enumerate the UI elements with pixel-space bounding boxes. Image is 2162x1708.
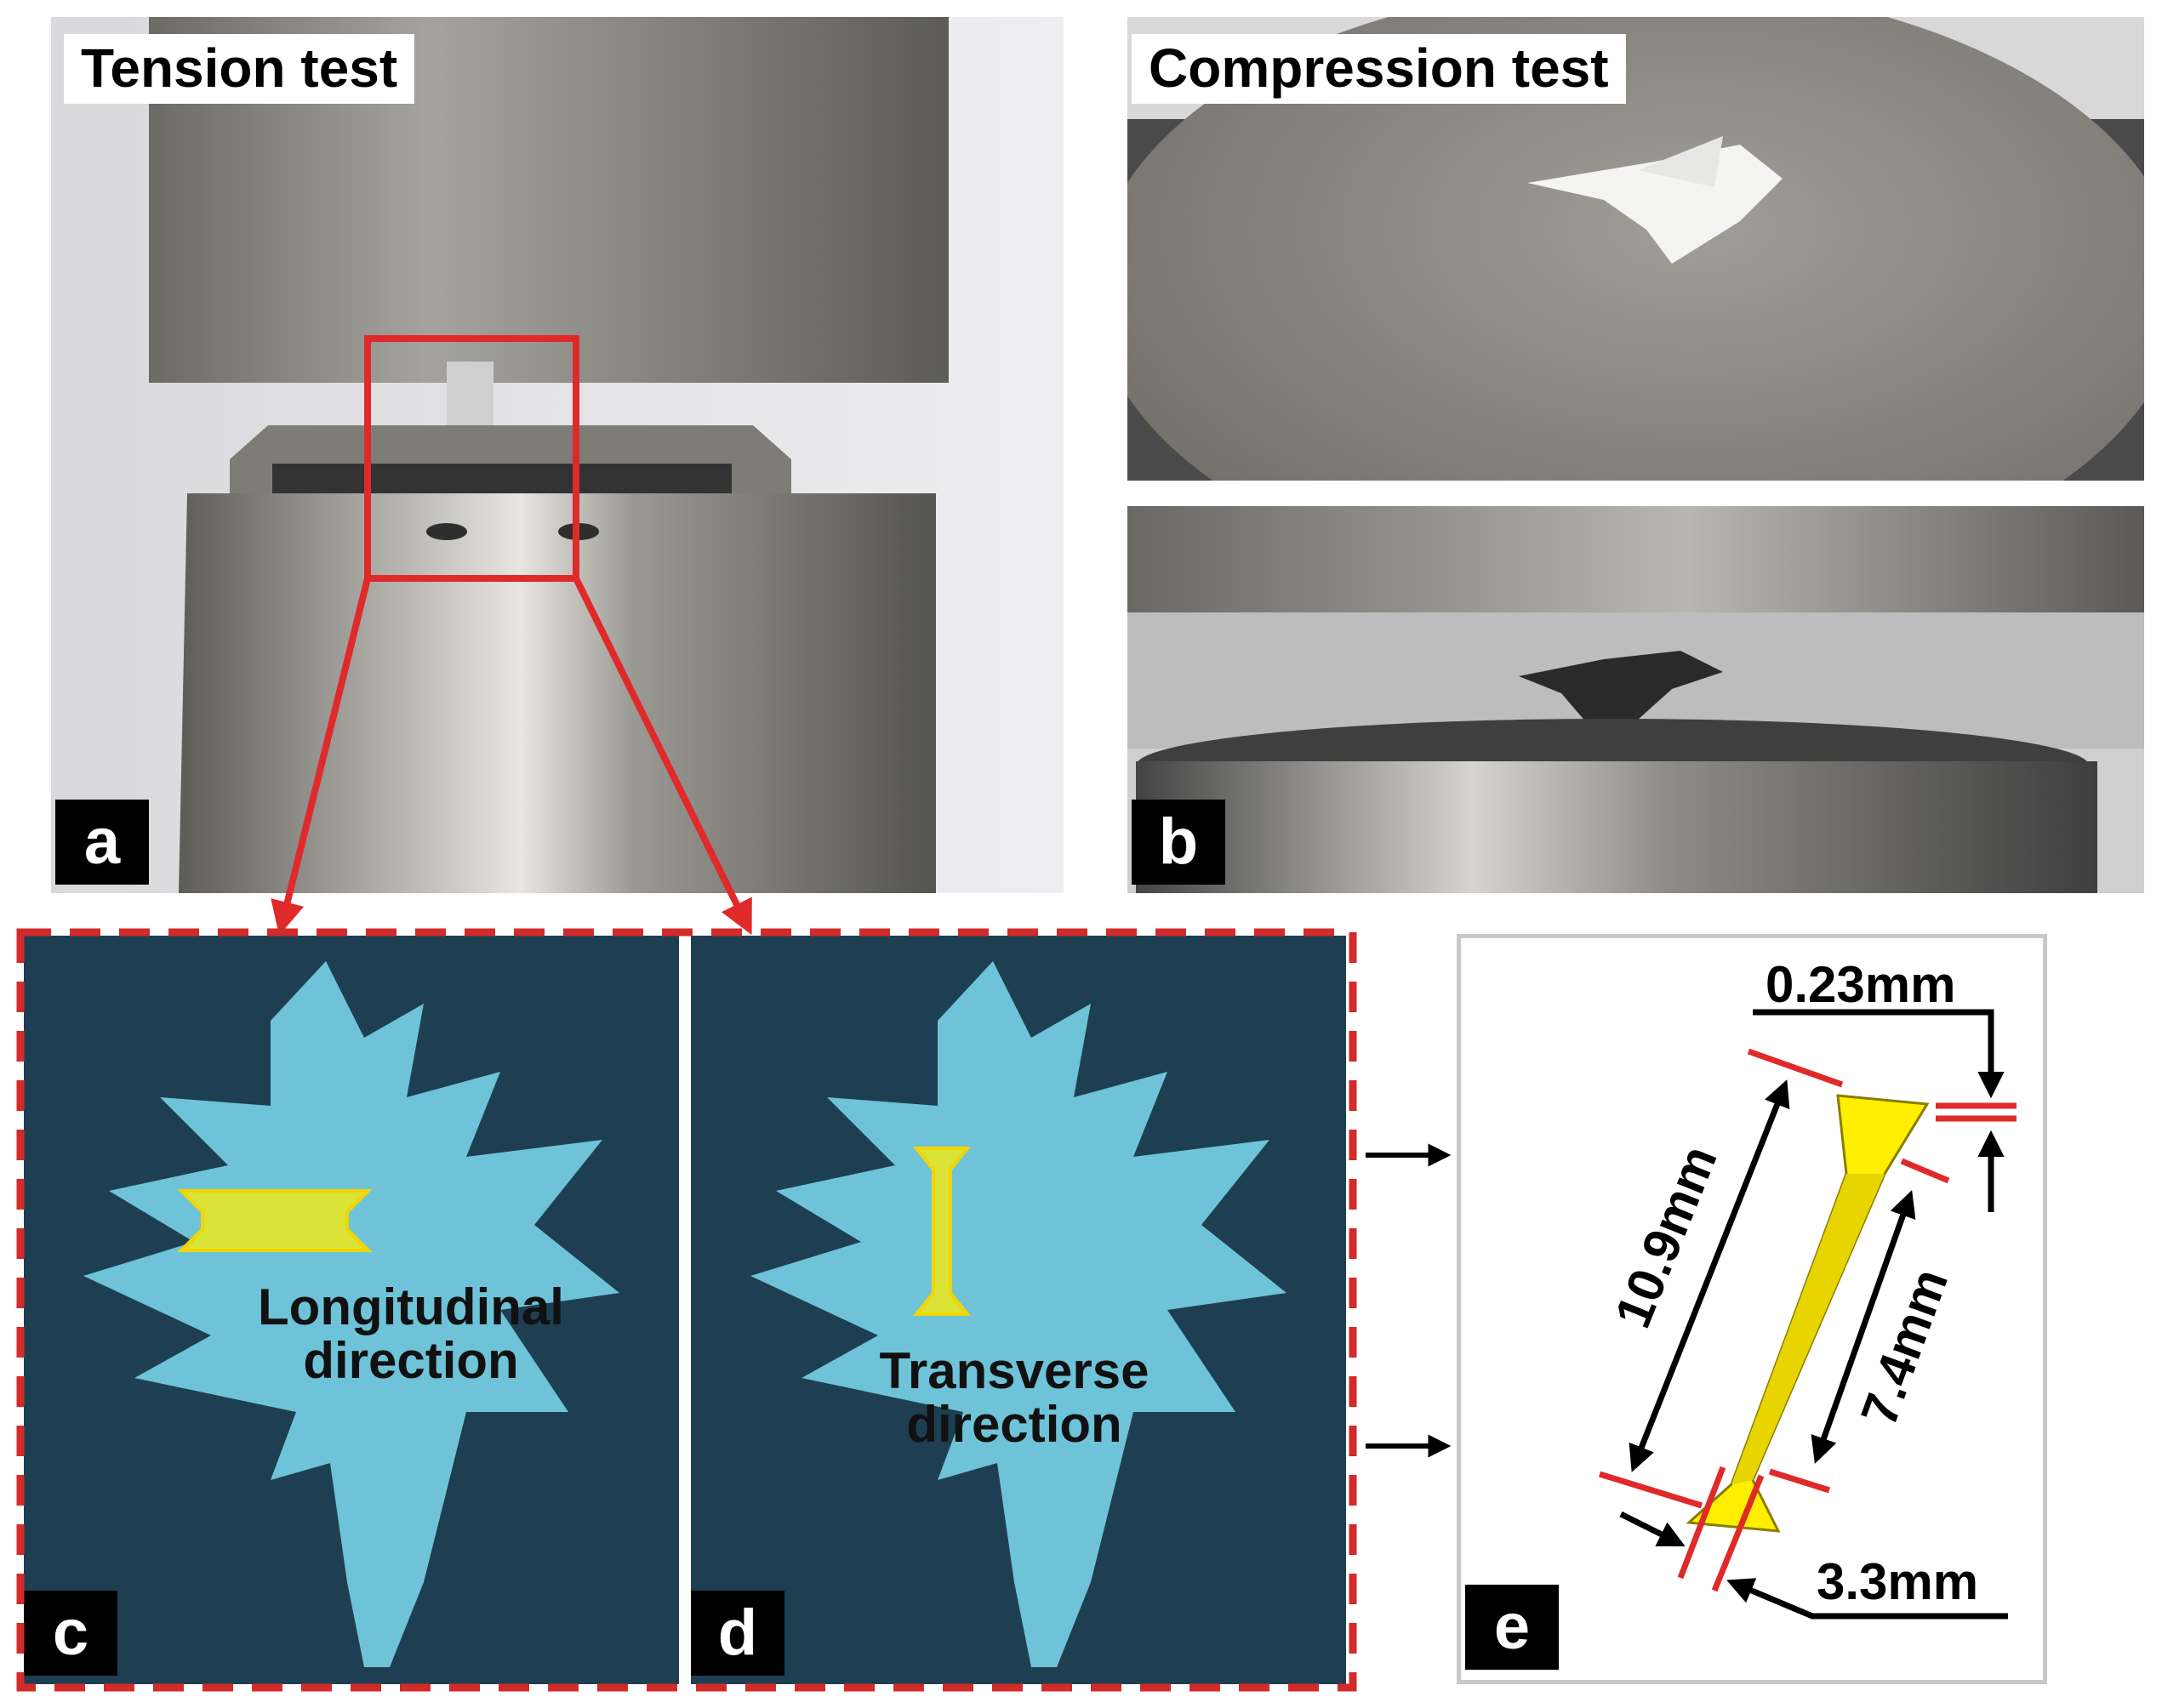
panel-a-letter: a: [55, 800, 149, 885]
panel-b-compression-photo-bottom: b: [1127, 506, 2144, 893]
tension-machine-illustration: [51, 17, 1064, 893]
dashed-frame-cd: [16, 928, 1357, 1692]
zoom-line-left: [271, 578, 371, 936]
longitudinal-direction-label: Longitudinal direction: [198, 1280, 624, 1387]
panel-c-longitudinal-scan: Longitudinal direction c: [24, 936, 679, 1684]
transverse-direction-label: Transverse direction: [801, 1344, 1227, 1451]
panel-a-title: Tension test: [64, 34, 415, 104]
panel-a-tension-photo: Tension test a: [51, 17, 1064, 893]
compression-plate-illustration: [1127, 17, 2144, 481]
panel-c-letter: c: [24, 1591, 117, 1676]
longitudinal-specimen-marker: [177, 1189, 373, 1252]
panel-d-transverse-scan: Transverse direction d: [691, 936, 1346, 1684]
compression-platens-illustration: [1127, 506, 2144, 893]
specimen-on-plate: [1527, 136, 1783, 264]
longitudinal-label-line2: direction: [303, 1332, 519, 1389]
specimen-scan-illustration-c: [83, 961, 619, 1667]
width-label: 3.3mm: [1817, 1553, 1978, 1610]
panel-d-letter: d: [691, 1591, 784, 1676]
transverse-label-line1: Transverse: [879, 1342, 1149, 1399]
panel-b-title: Compression test: [1132, 34, 1626, 104]
total-length-label: 10.9mm: [1604, 1138, 1728, 1335]
transverse-specimen-marker: [912, 1147, 972, 1316]
transverse-label-line2: direction: [906, 1396, 1122, 1453]
gauge-length-label: 7.4mm: [1850, 1261, 1959, 1433]
specimen-scan-illustration-d: [750, 961, 1286, 1667]
panel-b-letter: b: [1132, 800, 1225, 885]
zoom-line-right: [573, 577, 752, 936]
dimension-arrows: [1619, 1009, 2008, 1620]
zoom-region-box: [364, 335, 579, 582]
thickness-label: 0.23mm: [1766, 956, 1955, 1013]
panel-e-letter: e: [1465, 1585, 1559, 1670]
longitudinal-label-line1: Longitudinal: [258, 1278, 564, 1335]
dimension-red-markers: [1598, 1048, 2017, 1592]
panel-b-compression-photo-top: Compression test: [1127, 17, 2144, 481]
